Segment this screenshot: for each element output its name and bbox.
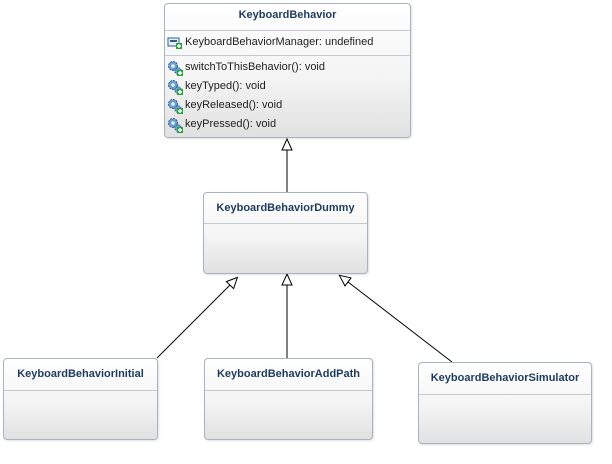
class-name: KeyboardBehaviorDummy <box>216 202 355 214</box>
compartment-divider <box>204 223 367 224</box>
class-name: KeyboardBehavior <box>238 9 337 21</box>
generalization-arrowhead <box>338 274 352 287</box>
operation-row[interactable]: keyPressed(): void <box>167 116 276 133</box>
compartment-divider <box>165 30 410 31</box>
compartment-divider <box>165 55 410 56</box>
method-icon <box>168 79 183 95</box>
method-icon <box>168 98 183 114</box>
generalization-arrowhead <box>225 276 239 290</box>
class-name: KeyboardBehaviorSimulator <box>430 372 580 384</box>
class-keyboard-behavior[interactable]: KeyboardBehavior KeyboardBehaviorManager… <box>164 3 411 138</box>
class-keyboard-behavior-initial[interactable]: KeyboardBehaviorInitial <box>3 358 158 440</box>
method-icon <box>168 117 183 133</box>
operation-row[interactable]: keyReleased(): void <box>167 97 282 114</box>
generalization-arrowhead <box>281 272 293 286</box>
class-name: KeyboardBehaviorAddPath <box>216 368 361 380</box>
compartment-divider <box>205 390 372 391</box>
class-keyboard-behavior-dummy[interactable]: KeyboardBehaviorDummy <box>203 192 368 274</box>
method-icon <box>168 60 183 76</box>
operation-row[interactable]: keyTyped(): void <box>167 78 266 95</box>
operation-row[interactable]: switchToThisBehavior(): void <box>167 59 325 76</box>
edge-initial-to-dummy <box>156 284 231 359</box>
class-name: KeyboardBehaviorInitial <box>17 368 144 380</box>
edge-simulator-to-dummy <box>347 281 453 363</box>
compartment-divider <box>4 390 157 391</box>
operation-label: keyTyped(): void <box>185 80 266 92</box>
class-keyboard-behavior-simulator[interactable]: KeyboardBehaviorSimulator <box>418 362 592 444</box>
attribute-row[interactable]: KeyboardBehaviorManager: undefined <box>167 34 373 51</box>
attribute-label: KeyboardBehaviorManager: undefined <box>185 36 374 48</box>
operation-label: switchToThisBehavior(): void <box>185 61 325 73</box>
class-keyboard-behavior-add-path[interactable]: KeyboardBehaviorAddPath <box>204 358 373 440</box>
field-icon <box>167 37 182 49</box>
compartment-divider <box>419 394 591 395</box>
operation-label: keyPressed(): void <box>185 118 277 130</box>
generalization-arrowhead <box>281 137 293 151</box>
operation-label: keyReleased(): void <box>185 99 283 111</box>
